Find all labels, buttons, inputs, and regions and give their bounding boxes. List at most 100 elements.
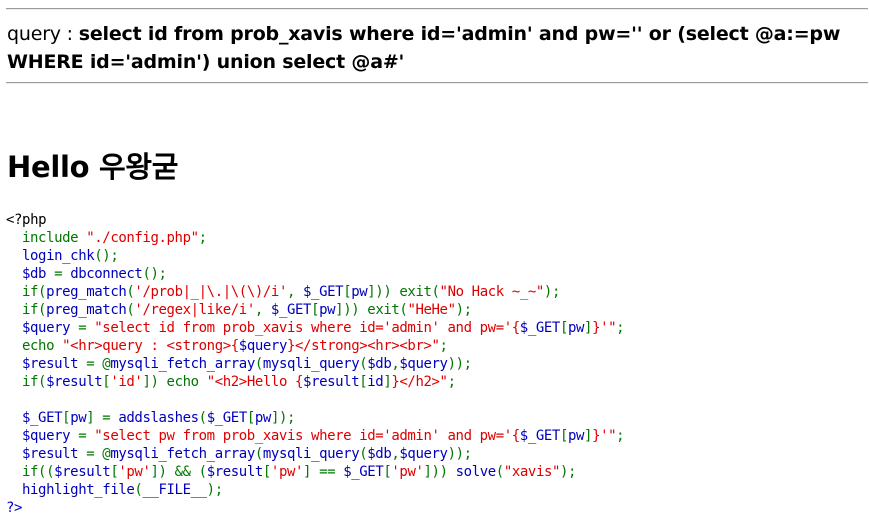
code-token: $_GET — [206, 410, 248, 426]
code-token: '/regex|like/i' — [134, 302, 255, 318]
query-divider — [6, 82, 868, 84]
code-token: pw — [567, 428, 585, 444]
top-divider — [6, 8, 868, 10]
code-token: = @ — [86, 446, 111, 462]
code-token: ]) echo — [142, 374, 207, 390]
code-token: ( — [359, 356, 368, 372]
code-token: pw — [70, 410, 87, 426]
code-token: $_GET — [343, 464, 384, 480]
code-token: include — [22, 230, 87, 246]
code-token: "select id from prob_xavis where id='adm… — [94, 320, 520, 336]
code-token: [ — [62, 410, 71, 426]
code-token: ] — [584, 320, 593, 336]
code-line: $_GET[pw] = addslashes($_GET[pw]); — [6, 409, 624, 427]
code-token: ( — [495, 464, 504, 480]
code-token: , — [254, 302, 271, 318]
code-token: [ — [383, 464, 392, 480]
code-token: '/prob|_|\.|\(\)/i' — [134, 284, 287, 300]
code-token: ])) exit( — [367, 284, 440, 300]
code-token: ( — [254, 446, 263, 462]
code-token: $result — [22, 356, 87, 372]
code-token: , — [391, 446, 400, 462]
code-line: $query = "select pw from prob_xavis wher… — [6, 427, 625, 445]
code-token: [ — [343, 284, 352, 300]
code-token: ; — [198, 230, 207, 246]
code-token: pw — [254, 410, 271, 426]
code-token: if( — [22, 284, 47, 300]
code-token: "<h2>Hello { — [206, 374, 304, 390]
code-token: echo — [22, 338, 63, 354]
code-token: ]); — [270, 410, 296, 426]
code-token: "HeHe" — [407, 302, 456, 318]
code-token: 'id' — [110, 374, 143, 390]
code-token: [ — [102, 374, 111, 390]
code-token: ( — [126, 302, 135, 318]
query-sql: select id from prob_xavis where id='admi… — [7, 23, 841, 73]
code-token: $_GET — [519, 428, 561, 444]
code-token: [ — [110, 464, 119, 480]
code-token: = — [78, 428, 95, 444]
code-token: $result — [22, 446, 87, 462]
code-token: ; — [439, 338, 448, 354]
code-token: 'pw' — [118, 464, 151, 480]
code-token: ( — [198, 410, 207, 426]
query-label: query : — [7, 23, 79, 45]
code-token: "<hr>query : <strong>{ — [62, 338, 239, 354]
code-line: if(($result['pw']) && ($result['pw'] == … — [6, 463, 624, 481]
code-token: id — [367, 374, 384, 390]
query-output: query : select id from prob_xavis where … — [7, 20, 862, 76]
code-token: dbconnect — [70, 266, 143, 282]
code-token: $result — [303, 374, 360, 390]
code-token: ] == — [303, 464, 344, 480]
code-token: ( — [126, 284, 135, 300]
code-token: 'pw' — [391, 464, 424, 480]
code-token: ( — [254, 356, 263, 372]
code-token: ] = — [86, 410, 119, 426]
code-token: "select pw from prob_xavis where id='adm… — [94, 428, 520, 444]
code-token: }'" — [592, 428, 617, 444]
code-token: $result — [206, 464, 264, 480]
code-token: mysqli_query — [262, 446, 360, 462]
code-token: pw — [351, 284, 368, 300]
code-line: echo "<hr>query : <strong>{$query}</stro… — [6, 337, 624, 355]
code-token: }</strong><hr><br>" — [286, 338, 440, 354]
code-token: ); — [455, 302, 472, 318]
php-source-code: <?php include "./config.php"; login_chk ();… — [6, 211, 625, 517]
code-token: mysqli_fetch_array — [110, 446, 255, 462]
code-token: ); — [543, 284, 560, 300]
code-token: $_GET — [519, 320, 561, 336]
php-open-tag: <?php — [6, 212, 47, 228]
code-token: ); — [206, 482, 223, 498]
code-line: $db = dbconnect(); — [6, 265, 624, 283]
code-line: highlight_file(__FILE__); — [6, 481, 624, 499]
code-line: if($result['id']) echo "<h2>Hello {$resu… — [6, 373, 624, 391]
code-token: ]) && ( — [150, 464, 207, 480]
code-token: addslashes — [118, 410, 199, 426]
code-token: ; — [447, 374, 456, 390]
code-token: )); — [447, 356, 472, 372]
code-token: login_chk — [22, 248, 95, 264]
code-token: ; — [616, 320, 625, 336]
code-token: $query — [238, 338, 288, 354]
code-token: $result — [54, 464, 111, 480]
code-token: [ — [559, 320, 568, 336]
code-token: = — [54, 266, 71, 282]
code-line: if(preg_match('/prob|_|\.|\(\)/i', $_GET… — [6, 283, 624, 301]
code-token: highlight_file — [22, 482, 135, 498]
code-token: $query — [22, 428, 79, 444]
hello-name: 우왕굳 — [99, 150, 179, 184]
code-token: if( — [22, 374, 47, 390]
code-token: "./config.php" — [86, 230, 199, 246]
code-token: ( — [134, 482, 143, 498]
code-token: $db — [367, 356, 392, 372]
php-close-tag: ?> — [6, 500, 23, 516]
code-token: $result — [46, 374, 103, 390]
code-token: $query — [399, 446, 448, 462]
code-token: $_GET — [22, 410, 63, 426]
code-token: preg_match — [46, 284, 127, 300]
hello-heading: Hello 우왕굳 — [7, 148, 178, 186]
code-token: pw — [567, 320, 585, 336]
code-line: $query = "select id from prob_xavis wher… — [6, 319, 625, 337]
code-token: ( — [359, 446, 368, 462]
code-token: if( — [22, 302, 47, 318]
